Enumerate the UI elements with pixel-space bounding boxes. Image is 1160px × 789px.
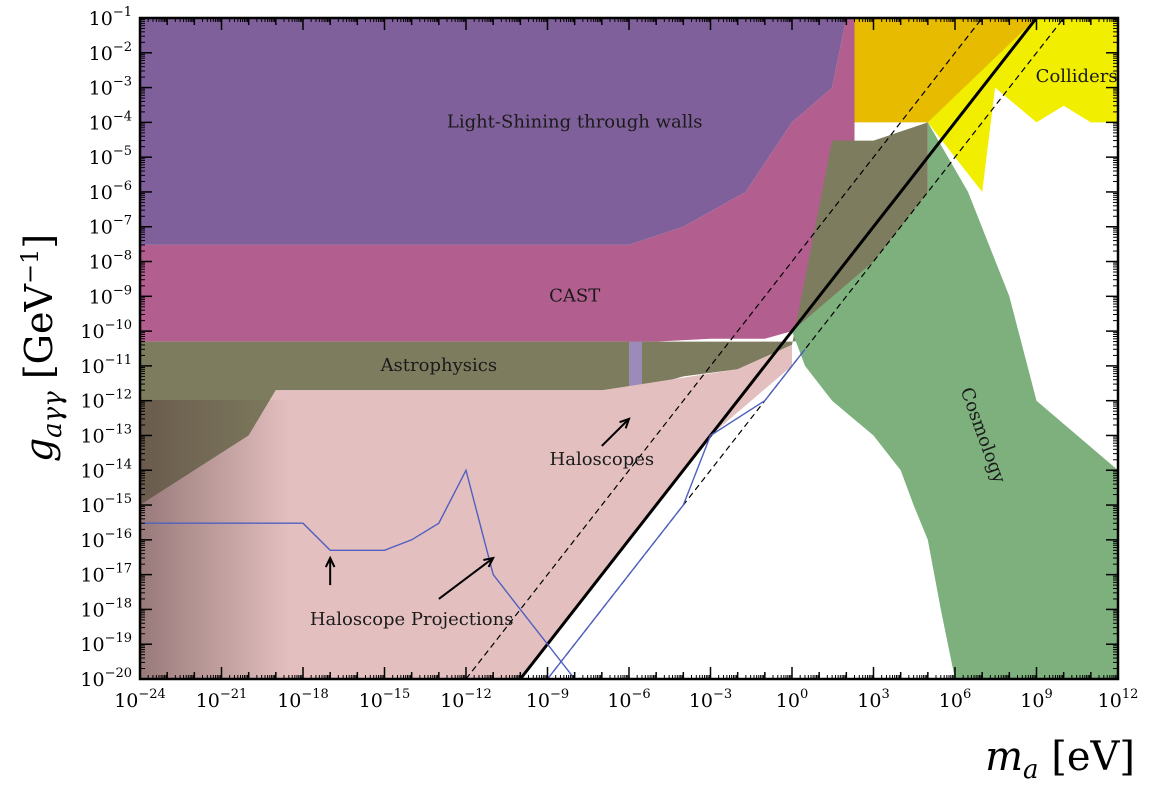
x-tick-label: 10−24	[114, 687, 166, 712]
plot-area	[140, 18, 1118, 679]
label-haloscopes: Haloscopes	[550, 449, 655, 470]
x-tick-label: 100	[776, 687, 808, 712]
label-colliders: Colliders	[1036, 66, 1118, 87]
y-axis-label: gaγγ [GeV−1]	[16, 234, 68, 462]
arrow-head-1	[483, 556, 496, 568]
y-tick-label: 10−17	[80, 562, 132, 587]
region-light-shining-through-walls	[140, 18, 847, 245]
line-solid-0	[519, 18, 1038, 679]
y-tick-label: 10−12	[80, 388, 132, 413]
x-axis-title: ma [eV]	[985, 734, 1135, 785]
y-tick-label: 10−13	[80, 422, 132, 447]
region-cast	[140, 18, 855, 342]
y-tick-label: 10−10	[80, 318, 132, 343]
x-tick-label: 10−9	[526, 687, 569, 712]
y-tick-label: 10−11	[80, 353, 132, 378]
x-tick-label: 10−3	[689, 687, 732, 712]
region-haloscope-projections	[140, 344, 792, 679]
y-tick-label: 10−8	[89, 249, 132, 274]
y-tick-label: 10−3	[89, 75, 132, 100]
x-tick-label: 10−15	[359, 687, 411, 712]
label-astrophysics: Astrophysics	[380, 355, 498, 376]
arrow-head-2	[619, 417, 631, 429]
label-cast: CAST	[549, 285, 600, 306]
region-astrophysics	[140, 122, 928, 506]
y-tick-label: 10−7	[89, 214, 132, 239]
lines-layer	[140, 18, 1065, 679]
y-tick-label: 10−1	[89, 5, 132, 30]
y-tick-label: 10−14	[80, 457, 132, 482]
arrows-layer	[324, 417, 631, 600]
plot-frame	[138, 16, 1120, 681]
left-edge-fade	[140, 400, 290, 679]
y-tick-label: 10−16	[80, 527, 132, 552]
y-tick-label: 10−15	[80, 492, 132, 517]
y-tick-label: 10−20	[80, 666, 132, 691]
line-solid-4	[546, 348, 806, 679]
x-tick-label: 1012	[1098, 687, 1139, 712]
y-tick-label: 10−9	[89, 283, 132, 308]
arrow-1	[438, 557, 494, 600]
y-tick-label: 10−18	[80, 596, 132, 621]
label-light-shining-through-walls: Light-Shining through walls	[447, 111, 703, 132]
x-tick-label: 109	[1020, 687, 1052, 712]
region-cosmology	[792, 122, 1118, 679]
y-tick-label: 10−5	[89, 144, 132, 169]
label-haloscope-projections: Haloscope Projections	[310, 609, 514, 630]
arrow-head-0	[324, 555, 336, 568]
x-tick-label: 106	[939, 687, 971, 712]
y-tick-label: 10−6	[89, 179, 132, 204]
y-tick-label: 10−2	[89, 40, 132, 65]
y-tick-label: 10−19	[80, 631, 132, 656]
x-tick-label: 10−6	[607, 687, 650, 712]
x-tick-label: 10−18	[277, 687, 329, 712]
x-tick-label: 103	[857, 687, 889, 712]
y-axis-title: gaγγ [GeV−1]	[16, 234, 68, 462]
x-tick-label: 10−21	[196, 687, 248, 712]
line-solid-3	[140, 468, 576, 679]
x-tick-label: 10−12	[440, 687, 492, 712]
arrow-2	[601, 418, 630, 447]
y-tick-label: 10−4	[89, 109, 132, 134]
regions-layer	[140, 18, 1118, 679]
x-axis-label: ma [eV]	[985, 734, 1135, 785]
region-overlap-7	[854, 18, 1037, 123]
